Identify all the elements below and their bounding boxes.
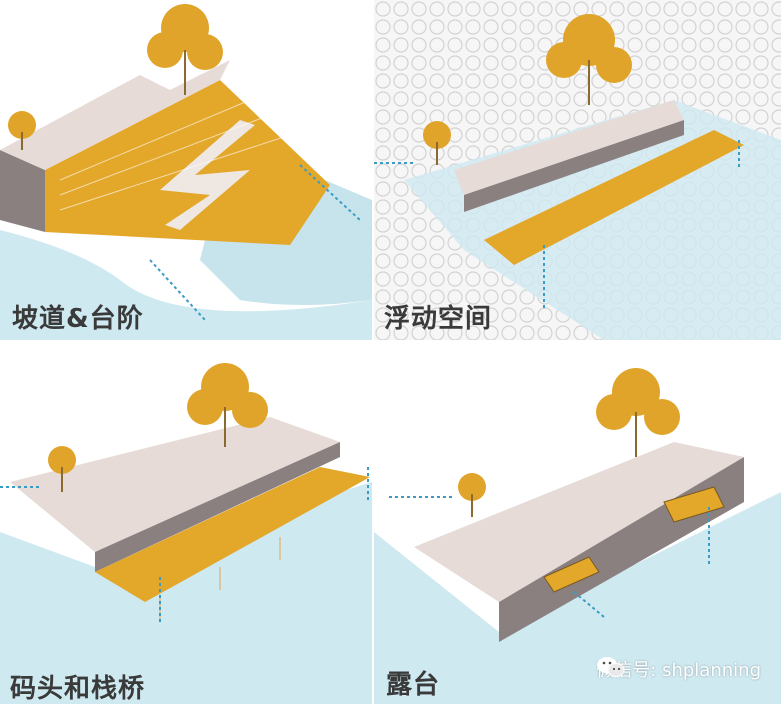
panel-terrace: 露台 微信号: shplanning bbox=[374, 362, 781, 704]
piers-bridge-illustration bbox=[0, 363, 372, 704]
floating-space-illustration bbox=[374, 0, 781, 340]
watermark: 微信号: shplanning bbox=[596, 656, 761, 682]
caption-floating-space: 浮动空间 bbox=[384, 304, 493, 334]
ramp-steps-illustration bbox=[0, 4, 372, 340]
terrace-illustration bbox=[374, 368, 781, 704]
caption-terrace: 露台 bbox=[386, 670, 441, 700]
panel-floating-space: 浮动空间 bbox=[374, 0, 781, 340]
wechat-icon bbox=[597, 657, 625, 677]
caption-piers-bridge: 码头和栈桥 bbox=[10, 674, 146, 704]
panel-piers-bridge: 码头和栈桥 bbox=[0, 362, 372, 704]
panel-ramp-steps: 坡道&台阶 bbox=[0, 0, 372, 340]
caption-ramp-steps: 坡道&台阶 bbox=[12, 304, 144, 334]
watermark-text: 微信号: shplanning bbox=[596, 660, 761, 681]
